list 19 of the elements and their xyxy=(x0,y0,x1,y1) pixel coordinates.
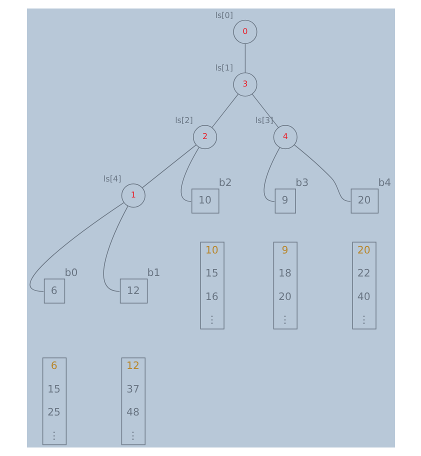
node-label: b3 xyxy=(295,178,308,190)
node-box: 9 18 20 ⋮ xyxy=(272,242,297,330)
connector xyxy=(141,144,196,188)
node-box: 20 22 40 ⋮ xyxy=(352,242,376,330)
connector xyxy=(29,202,124,292)
connector xyxy=(102,206,128,292)
node-label: b1 xyxy=(146,268,160,280)
node-label: b4 xyxy=(378,178,391,190)
connector xyxy=(251,94,278,128)
node-label: b0 xyxy=(64,268,78,280)
connector xyxy=(244,43,246,74)
connector xyxy=(293,144,350,202)
node-label: b2 xyxy=(218,178,232,190)
connector xyxy=(263,147,280,202)
connector xyxy=(211,94,238,128)
node-box: 10 15 16 ⋮ xyxy=(200,242,224,330)
connector xyxy=(180,146,199,202)
node-box: 12 37 48 ⋮ xyxy=(120,358,145,446)
node-box: 6 15 25 ⋮ xyxy=(42,358,66,446)
